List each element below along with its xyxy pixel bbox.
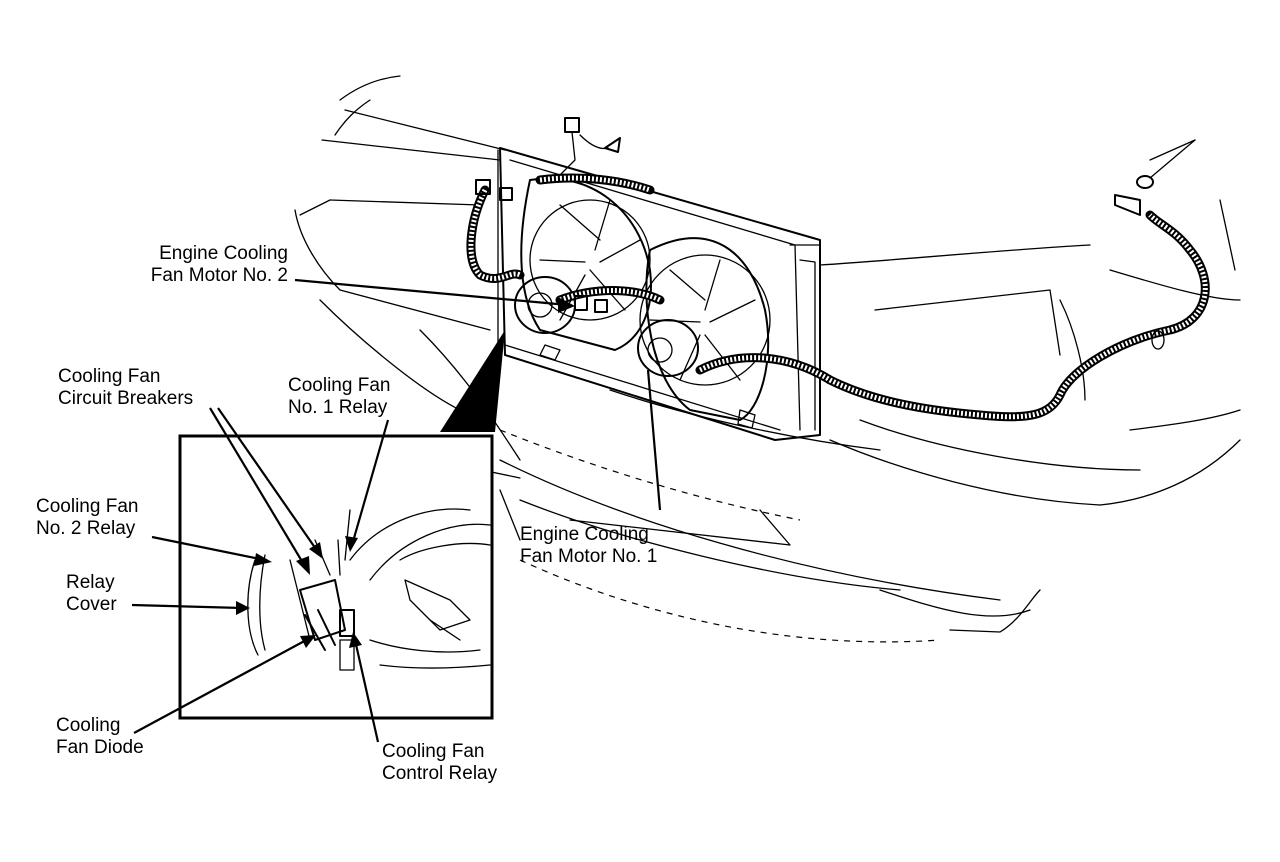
label-fan-diode: Cooling Fan Diode <box>56 715 144 759</box>
fan-2-relay-line-2: No. 2 Relay <box>36 518 136 539</box>
radiator-frame <box>497 147 821 441</box>
circuit-breakers-line-1: Cooling Fan <box>58 366 161 387</box>
fan-shroud-1 <box>637 237 771 421</box>
connectors <box>475 117 1196 429</box>
fan-motor-2-line-1: Engine Cooling <box>159 243 288 264</box>
fan-diode-line-1: Cooling <box>56 715 121 736</box>
inset-box <box>178 434 494 720</box>
label-control-relay: Cooling Fan Control Relay <box>382 741 497 785</box>
arrowheads <box>236 297 575 648</box>
control-relay-line-1: Cooling Fan <box>382 741 485 762</box>
label-fan-1-relay: Cooling Fan No. 1 Relay <box>288 375 390 419</box>
fan-motor-1-line-1: Engine Cooling <box>520 524 649 545</box>
control-relay-line-2: Control Relay <box>382 763 498 784</box>
fan-1-relay-line-2: No. 1 Relay <box>288 397 388 418</box>
fan-shroud-2 <box>514 177 652 351</box>
label-fan-motor-2: Engine Cooling Fan Motor No. 2 <box>118 243 288 287</box>
label-fan-2-relay: Cooling Fan No. 2 Relay <box>36 496 138 540</box>
fan-diode-line-2: Fan Diode <box>56 737 144 758</box>
relay-cover-line-1: Relay <box>66 572 115 593</box>
fan-motor-1-line-2: Fan Motor No. 1 <box>520 546 658 567</box>
label-circuit-breakers: Cooling Fan Circuit Breakers <box>58 366 193 410</box>
relay-cover-line-2: Cover <box>66 594 117 615</box>
label-relay-cover: Relay Cover <box>66 572 117 616</box>
inset-pointer <box>440 330 505 432</box>
label-fan-motor-1: Engine Cooling Fan Motor No. 1 <box>520 524 657 568</box>
fan-1-relay-line-1: Cooling Fan <box>288 375 391 396</box>
leader-lines <box>131 278 662 743</box>
wiring-harness <box>466 173 1210 422</box>
fan-motor-2-line-2: Fan Motor No. 2 <box>150 265 288 286</box>
circuit-breakers-line-2: Circuit Breakers <box>58 388 194 409</box>
fan-2-relay-line-1: Cooling Fan <box>36 496 139 517</box>
